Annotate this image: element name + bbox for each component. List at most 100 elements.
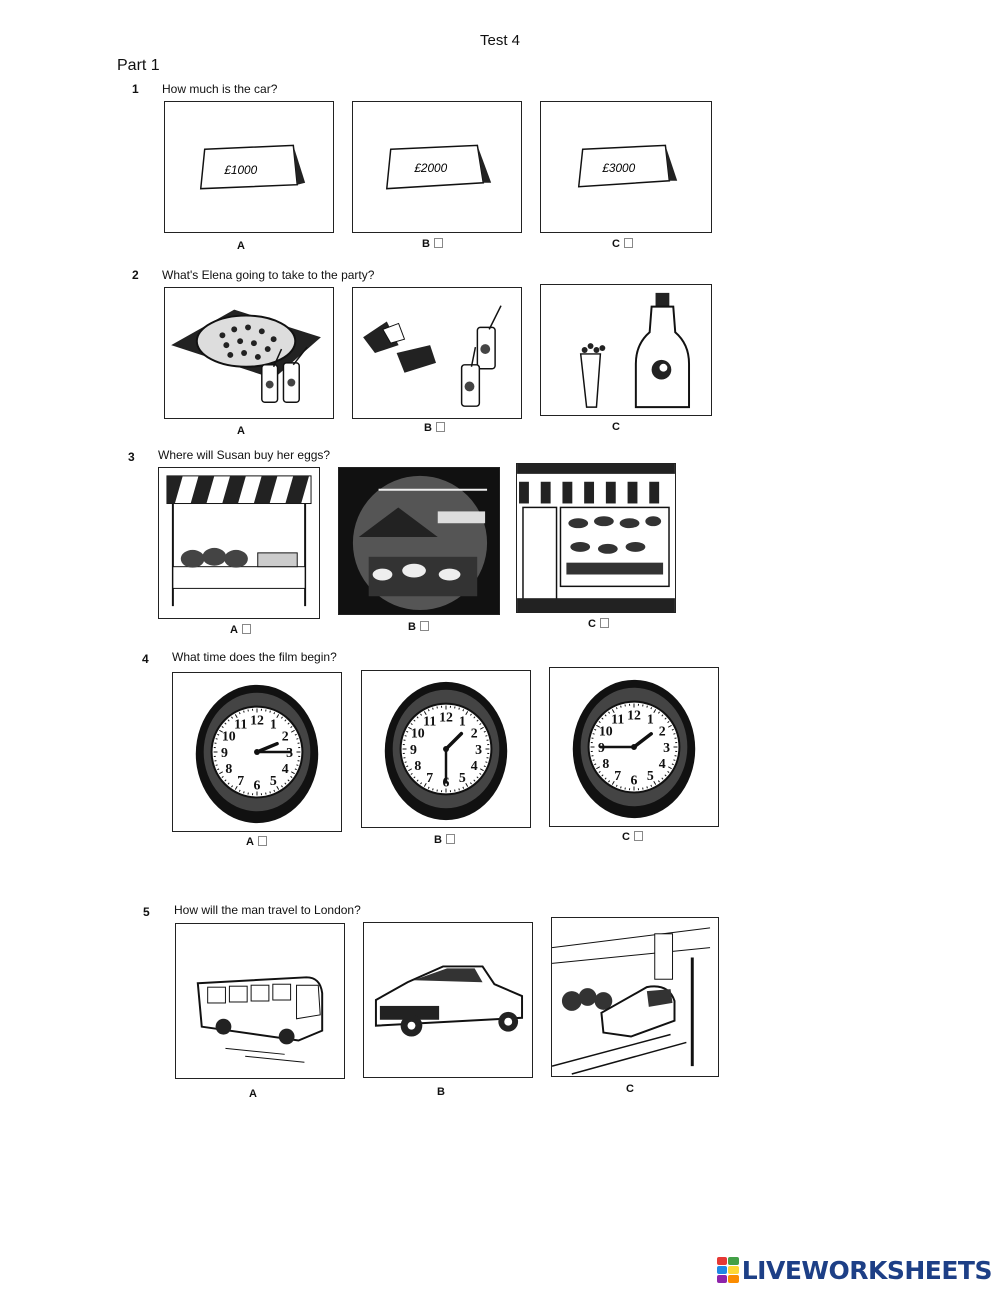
q1-option-a-label[interactable]: A (237, 240, 245, 252)
clock-numeral: 8 (602, 756, 609, 771)
liveworksheets-logo[interactable]: LIVEWORKSHEETS (716, 1255, 993, 1285)
clock-numeral: 2 (282, 729, 289, 744)
q3-option-c-label[interactable]: C (588, 618, 609, 630)
price-label-b: £2000 (413, 161, 447, 175)
q1-option-a-image[interactable]: £1000 (164, 101, 334, 233)
hour-hand (444, 731, 464, 751)
clock-numeral: 7 (426, 770, 433, 785)
q2-option-b-image[interactable] (352, 287, 522, 419)
pizza-and-drinks-icon (171, 309, 321, 403)
answer-checkbox[interactable] (241, 624, 251, 634)
question-4-text: What time does the film begin? (172, 650, 337, 664)
q1-option-b-label[interactable]: B (422, 238, 443, 250)
clock-numeral: 2 (471, 726, 478, 741)
price-tag-icon: £1000 (199, 144, 306, 190)
q2-option-c-image[interactable] (540, 284, 712, 416)
q5-option-a-label[interactable]: A (249, 1088, 257, 1100)
price-tag-icon: £3000 (577, 144, 678, 188)
clock-numeral: 11 (611, 712, 624, 727)
question-2-text: What's Elena going to take to the party? (162, 268, 375, 282)
clock-numeral: 9 (221, 745, 228, 760)
clock-icon: 121234567891011 (384, 681, 508, 821)
train-icon (552, 927, 711, 1075)
q2-option-a-label[interactable]: A (237, 425, 245, 437)
q4-option-b-label[interactable]: B (434, 834, 455, 846)
part-label: Part 1 (117, 57, 160, 74)
clock-numeral: 5 (459, 770, 466, 785)
question-5-text: How will the man travel to London? (174, 903, 361, 917)
answer-checkbox[interactable] (435, 422, 445, 432)
answer-checkbox[interactable] (445, 834, 455, 844)
q3-option-c-image[interactable] (516, 463, 676, 613)
answer-checkbox[interactable] (257, 836, 267, 846)
clock-numeral: 4 (471, 758, 478, 773)
q4-option-a-image[interactable]: 121234567891011 (172, 672, 342, 832)
clock-numeral: 2 (659, 724, 666, 739)
clock-numeral: 11 (423, 714, 436, 729)
clock-numeral: 12 (439, 709, 453, 724)
q3-option-a-image[interactable] (158, 467, 320, 619)
liveworksheets-mark-icon (716, 1257, 739, 1283)
hour-hand (255, 741, 279, 754)
q5-option-b-label[interactable]: B (437, 1086, 445, 1098)
question-3-number: 3 (128, 450, 135, 464)
clock-icon: 121234567891011 (572, 679, 696, 819)
farm-hens-icon (339, 468, 499, 614)
q3-option-b-label[interactable]: B (408, 621, 429, 633)
clock-numeral: 9 (410, 742, 417, 757)
answer-checkbox[interactable] (599, 618, 609, 628)
answer-checkbox[interactable] (419, 621, 429, 631)
q4-option-c-image[interactable]: 121234567891011 (549, 667, 719, 827)
clock-numeral: 6 (254, 778, 261, 793)
bottle-and-flowers-icon (579, 292, 691, 409)
question-5-number: 5 (143, 905, 150, 919)
q4-option-b-image[interactable]: 121234567891011 (361, 670, 531, 828)
page-title: Test 4 (479, 32, 521, 49)
market-stall-icon (166, 475, 312, 607)
q2-option-c-label[interactable]: C (612, 421, 620, 433)
clock-numeral: 8 (414, 758, 421, 773)
price-tag-icon: £2000 (385, 144, 492, 190)
q2-option-b-label[interactable]: B (424, 422, 445, 434)
q5-option-c-label[interactable]: C (626, 1083, 634, 1095)
answer-checkbox[interactable] (433, 238, 443, 248)
q2-option-a-image[interactable] (164, 287, 334, 419)
answer-checkbox[interactable] (623, 238, 633, 248)
q1-option-c-image[interactable]: £3000 (540, 101, 712, 233)
clock-numeral: 12 (250, 712, 264, 727)
question-1-number: 1 (132, 82, 139, 96)
clock-numeral: 1 (647, 712, 654, 727)
question-1-text: How much is the car? (162, 82, 278, 96)
hour-hand (632, 732, 653, 749)
clock-numeral: 6 (631, 773, 638, 788)
question-3-text: Where will Susan buy her eggs? (158, 448, 331, 462)
clock-numeral: 7 (614, 768, 621, 783)
clock-icon: 121234567891011 (195, 684, 319, 824)
clock-numeral: 8 (225, 761, 232, 776)
clock-numeral: 4 (659, 756, 666, 771)
clock-numeral: 11 (234, 717, 247, 732)
clock-numeral: 10 (599, 724, 613, 739)
brand-name: LIVEWORKSHEETS (741, 1255, 993, 1285)
clock-numeral: 7 (237, 773, 244, 788)
clock-numeral: 5 (270, 773, 277, 788)
shop-front-icon (517, 464, 675, 612)
q4-option-c-label[interactable]: C (622, 831, 643, 843)
price-label-a: £1000 (223, 163, 257, 177)
answer-checkbox[interactable] (633, 831, 643, 841)
q5-option-a-image[interactable] (175, 923, 345, 1079)
clock-numeral: 3 (663, 740, 670, 755)
q1-option-c-label[interactable]: C (612, 238, 633, 250)
clock-numeral: 3 (475, 742, 482, 757)
q3-option-a-label[interactable]: A (230, 624, 251, 636)
question-4-number: 4 (142, 652, 149, 666)
q4-option-a-label[interactable]: A (246, 836, 267, 848)
bus-icon (196, 976, 324, 1063)
clock-numeral: 1 (270, 717, 277, 732)
q5-option-c-image[interactable] (551, 917, 719, 1077)
q3-option-b-image[interactable] (338, 467, 500, 615)
sandwiches-and-drinks-icon (363, 305, 502, 407)
clock-numeral: 1 (459, 714, 466, 729)
q5-option-b-image[interactable] (363, 922, 533, 1078)
q1-option-b-image[interactable]: £2000 (352, 101, 522, 233)
